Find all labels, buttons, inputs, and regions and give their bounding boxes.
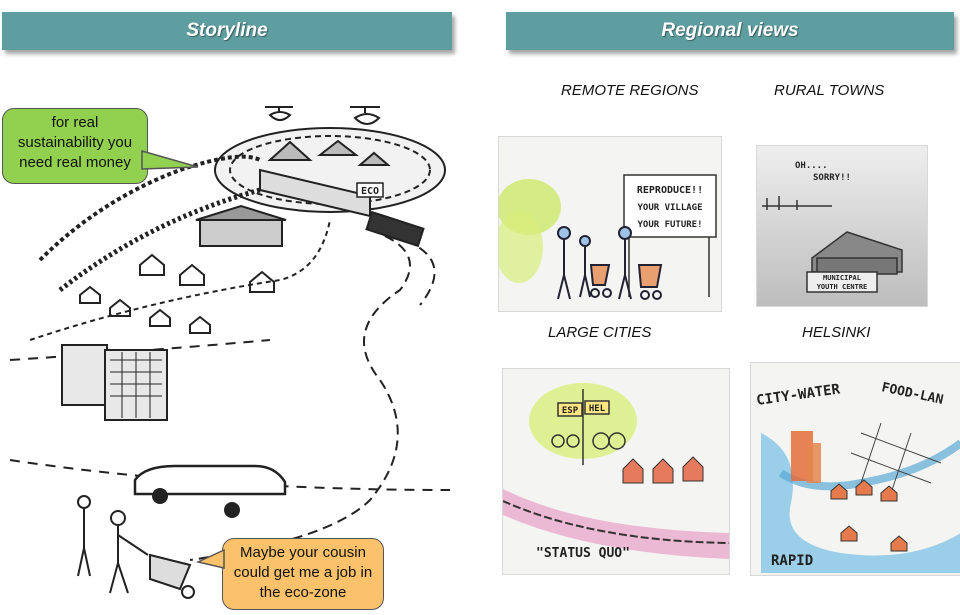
hel-food-label: FOOD-LAN <box>880 380 945 408</box>
rural-sign-line2: YOUTH CENTRE <box>817 283 868 291</box>
hel-water-label: CITY-WATER <box>755 381 841 409</box>
eco-sign-text: ECO <box>361 186 379 197</box>
caption-remote-regions: REMOTE REGIONS <box>561 82 699 99</box>
green-bubble-text: for real sustainability you need real mo… <box>17 114 133 171</box>
green-bubble-tail <box>141 150 199 170</box>
rural-speech-2: SORRY!! <box>813 173 851 183</box>
helsinki-panel: CITY-WATER FOOD-LAN RAPID <box>750 362 960 576</box>
city-caption: "STATUS QUO" <box>536 546 630 561</box>
remote-regions-panel: REPRODUCE!! YOUR VILLAGE YOUR FUTURE! <box>498 136 722 312</box>
caption-rural-towns: RURAL TOWNS <box>774 82 885 99</box>
caption-helsinki: HELSINKI <box>802 324 871 341</box>
remote-sign-line1: REPRODUCE!! <box>637 185 703 196</box>
regional-views-header: Regional views <box>506 12 954 50</box>
green-speech-bubble: for real sustainability you need real mo… <box>2 108 148 184</box>
hel-rapid-label: RAPID <box>771 553 813 569</box>
rural-speech-1: OH.... <box>795 161 828 171</box>
caption-large-cities: LARGE CITIES <box>548 324 652 341</box>
storyline-header: Storyline <box>2 12 452 50</box>
orange-speech-bubble: Maybe your cousin could get me a job in … <box>222 538 384 610</box>
rural-towns-panel: OH.... SORRY!! MUNICIPAL YOUTH CENTRE <box>756 145 928 307</box>
city-sign-esp: ESP <box>562 406 579 416</box>
remote-sign-line3: YOUR FUTURE! <box>637 220 702 230</box>
large-cities-panel: ESP HEL "STATUS QUO" <box>502 368 730 575</box>
remote-sign-line2: YOUR VILLAGE <box>637 203 702 213</box>
orange-bubble-tail <box>196 548 225 569</box>
rural-sign-line1: MUNICIPAL <box>823 274 861 282</box>
storyline-sketch: ECO <box>0 60 456 610</box>
orange-bubble-text: Maybe your cousin could get me a job in … <box>233 544 373 601</box>
city-sign-hel: HEL <box>589 404 606 414</box>
